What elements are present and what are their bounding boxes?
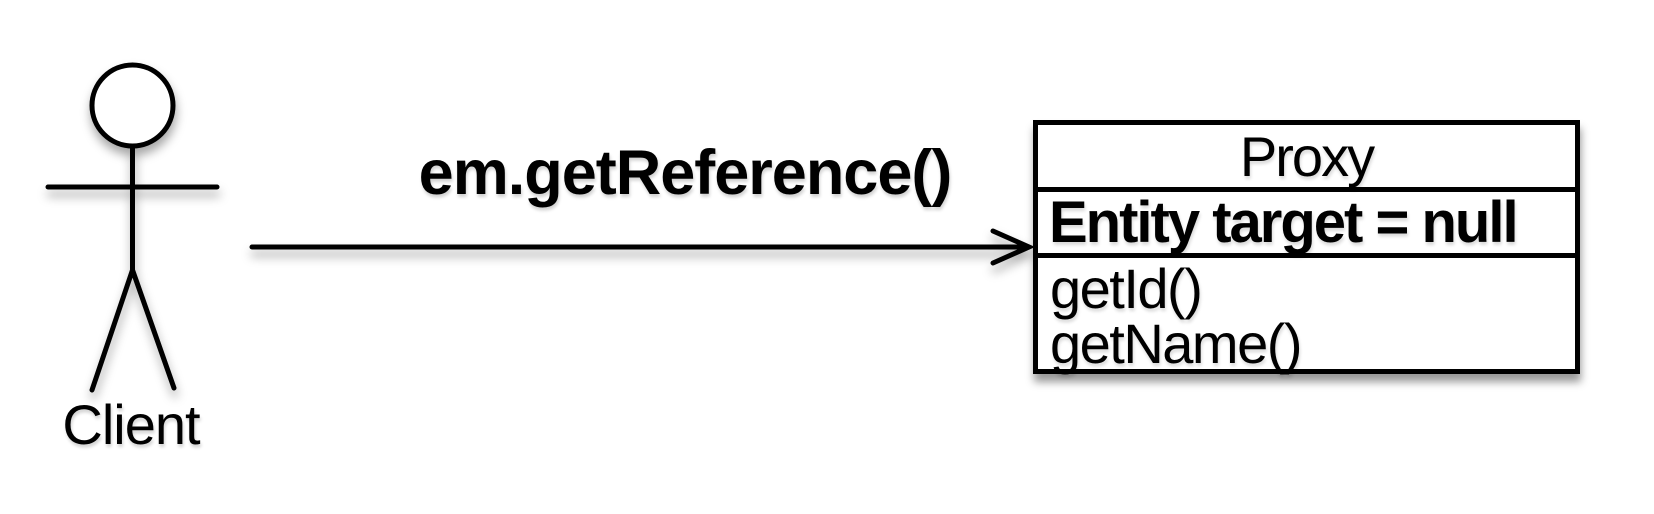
actor-head xyxy=(89,62,176,149)
actor-right-leg xyxy=(130,267,177,391)
right-arrow-icon xyxy=(249,228,1036,266)
class-title: Proxy xyxy=(1038,125,1575,192)
actor-label: Client xyxy=(62,393,200,456)
class-methods: getId() getName() xyxy=(1038,257,1575,375)
actor-left-leg xyxy=(89,267,135,393)
class-attribute: Entity target = null xyxy=(1038,190,1575,258)
arrow-message-label: em.getReference() xyxy=(418,138,953,208)
method-getid: getId() xyxy=(1050,257,1203,320)
method-getname: getName() xyxy=(1050,312,1303,375)
class-box-proxy: Proxy Entity target = null getId() getNa… xyxy=(1033,120,1580,374)
stick-figure-icon xyxy=(45,62,220,393)
arrow-head xyxy=(990,228,1036,266)
